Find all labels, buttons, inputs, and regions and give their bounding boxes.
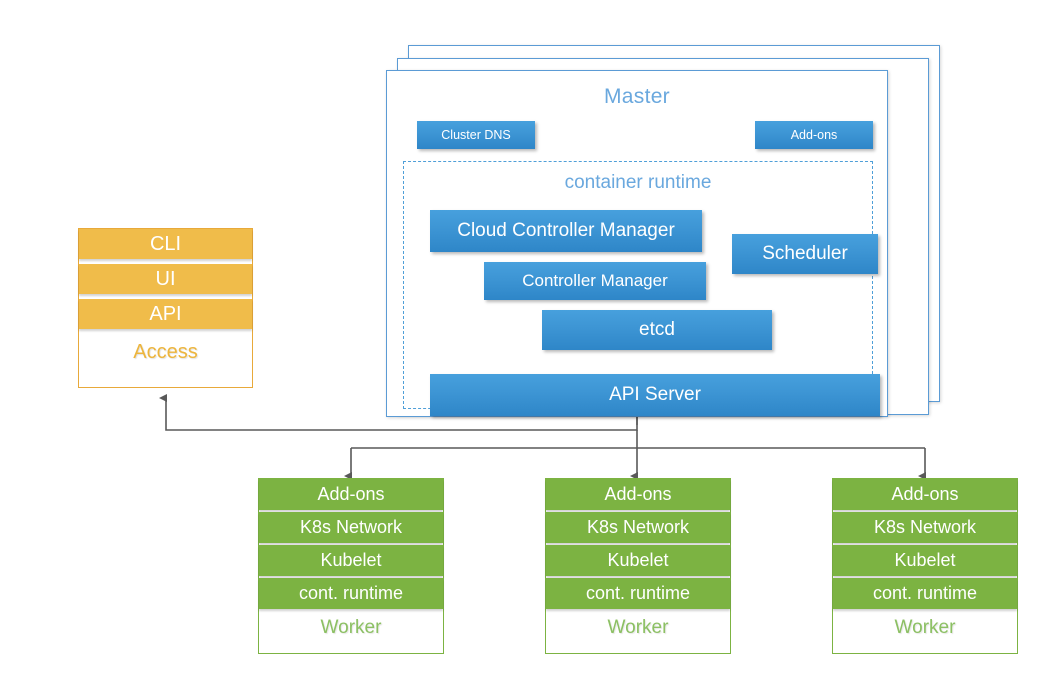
controller-manager-node[interactable]: Controller Manager	[484, 262, 706, 300]
worker-2-row-addons[interactable]: Add-ons	[546, 479, 730, 510]
worker-node-2[interactable]: Add-ons K8s Network Kubelet cont. runtim…	[545, 478, 731, 654]
master-title: Master	[604, 85, 670, 108]
cloud-controller-manager-node[interactable]: Cloud Controller Manager	[430, 210, 702, 252]
access-row-api[interactable]: API	[79, 299, 252, 329]
access-row-ui[interactable]: UI	[79, 264, 252, 294]
worker-node-1[interactable]: Add-ons K8s Network Kubelet cont. runtim…	[258, 478, 444, 654]
access-row-cli[interactable]: CLI	[79, 229, 252, 259]
worker-1-row-cont-runtime[interactable]: cont. runtime	[259, 578, 443, 609]
master-addons-node[interactable]: Add-ons	[755, 121, 873, 149]
worker-3-row-addons[interactable]: Add-ons	[833, 479, 1017, 510]
worker-1-label: Worker	[320, 617, 382, 638]
worker-3-label: Worker	[894, 617, 956, 638]
worker-2-row-kubelet[interactable]: Kubelet	[546, 545, 730, 576]
worker-3-row-k8s-network[interactable]: K8s Network	[833, 512, 1017, 543]
container-runtime-title: container runtime	[564, 172, 712, 193]
access-label: Access	[133, 341, 198, 363]
master-panel[interactable]: Master Cluster DNS Add-ons container run…	[386, 70, 888, 417]
worker-node-3[interactable]: Add-ons K8s Network Kubelet cont. runtim…	[832, 478, 1018, 654]
worker-1-row-k8s-network[interactable]: K8s Network	[259, 512, 443, 543]
cluster-dns-node[interactable]: Cluster DNS	[417, 121, 535, 149]
worker-2-row-cont-runtime[interactable]: cont. runtime	[546, 578, 730, 609]
scheduler-node[interactable]: Scheduler	[732, 234, 878, 274]
access-panel[interactable]: CLI UI API Access	[78, 228, 253, 388]
worker-1-row-addons[interactable]: Add-ons	[259, 479, 443, 510]
worker-3-row-cont-runtime[interactable]: cont. runtime	[833, 578, 1017, 609]
worker-3-row-kubelet[interactable]: Kubelet	[833, 545, 1017, 576]
container-runtime-region: container runtime Cloud Controller Manag…	[403, 161, 880, 416]
etcd-node[interactable]: etcd	[542, 310, 772, 350]
api-server-node[interactable]: API Server	[430, 374, 880, 416]
worker-2-label: Worker	[607, 617, 669, 638]
worker-1-row-kubelet[interactable]: Kubelet	[259, 545, 443, 576]
worker-2-row-k8s-network[interactable]: K8s Network	[546, 512, 730, 543]
